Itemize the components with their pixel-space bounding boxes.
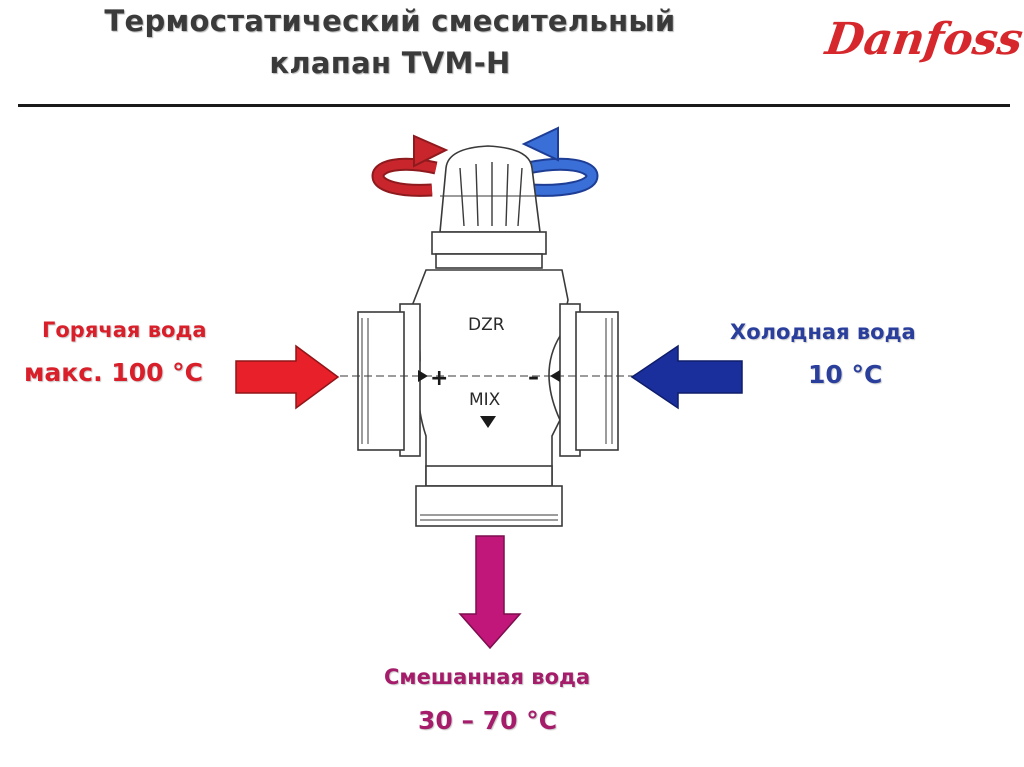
- hot-sign: +: [430, 366, 448, 391]
- hot-water-label: Горячая вода: [42, 318, 207, 342]
- rotate-right-blue-icon: [521, 126, 599, 197]
- hot-inlet-direction-icon: [418, 370, 428, 382]
- valve-mix-label: MIX: [469, 390, 501, 410]
- mixed-water-label: Смешанная вода: [384, 665, 591, 689]
- valve-body: [340, 269, 640, 527]
- rotate-left-red-icon: [371, 134, 449, 197]
- thermostat-knob: [431, 145, 547, 269]
- hot-water-temp: макс. 100 °C: [24, 358, 204, 387]
- mix-outlet-direction-icon: [480, 416, 496, 428]
- cold-inlet-direction-icon: [550, 370, 560, 382]
- cold-water-temp: 10 °C: [808, 360, 883, 389]
- cold-sign: –: [528, 365, 539, 390]
- cold-water-label: Холодная вода: [730, 320, 916, 344]
- valve-dzr-label: DZR: [468, 315, 505, 335]
- mixed-water-temp: 30 – 70 °C: [418, 706, 558, 735]
- title-divider: [18, 104, 1010, 107]
- title-line-2: клапан TVM-H: [269, 46, 511, 80]
- cold-water-arrow: [630, 344, 743, 410]
- title-line-1: Термостатический смесительный: [104, 4, 676, 38]
- hot-water-arrow: [235, 344, 340, 410]
- mixed-water-arrow: [458, 535, 522, 650]
